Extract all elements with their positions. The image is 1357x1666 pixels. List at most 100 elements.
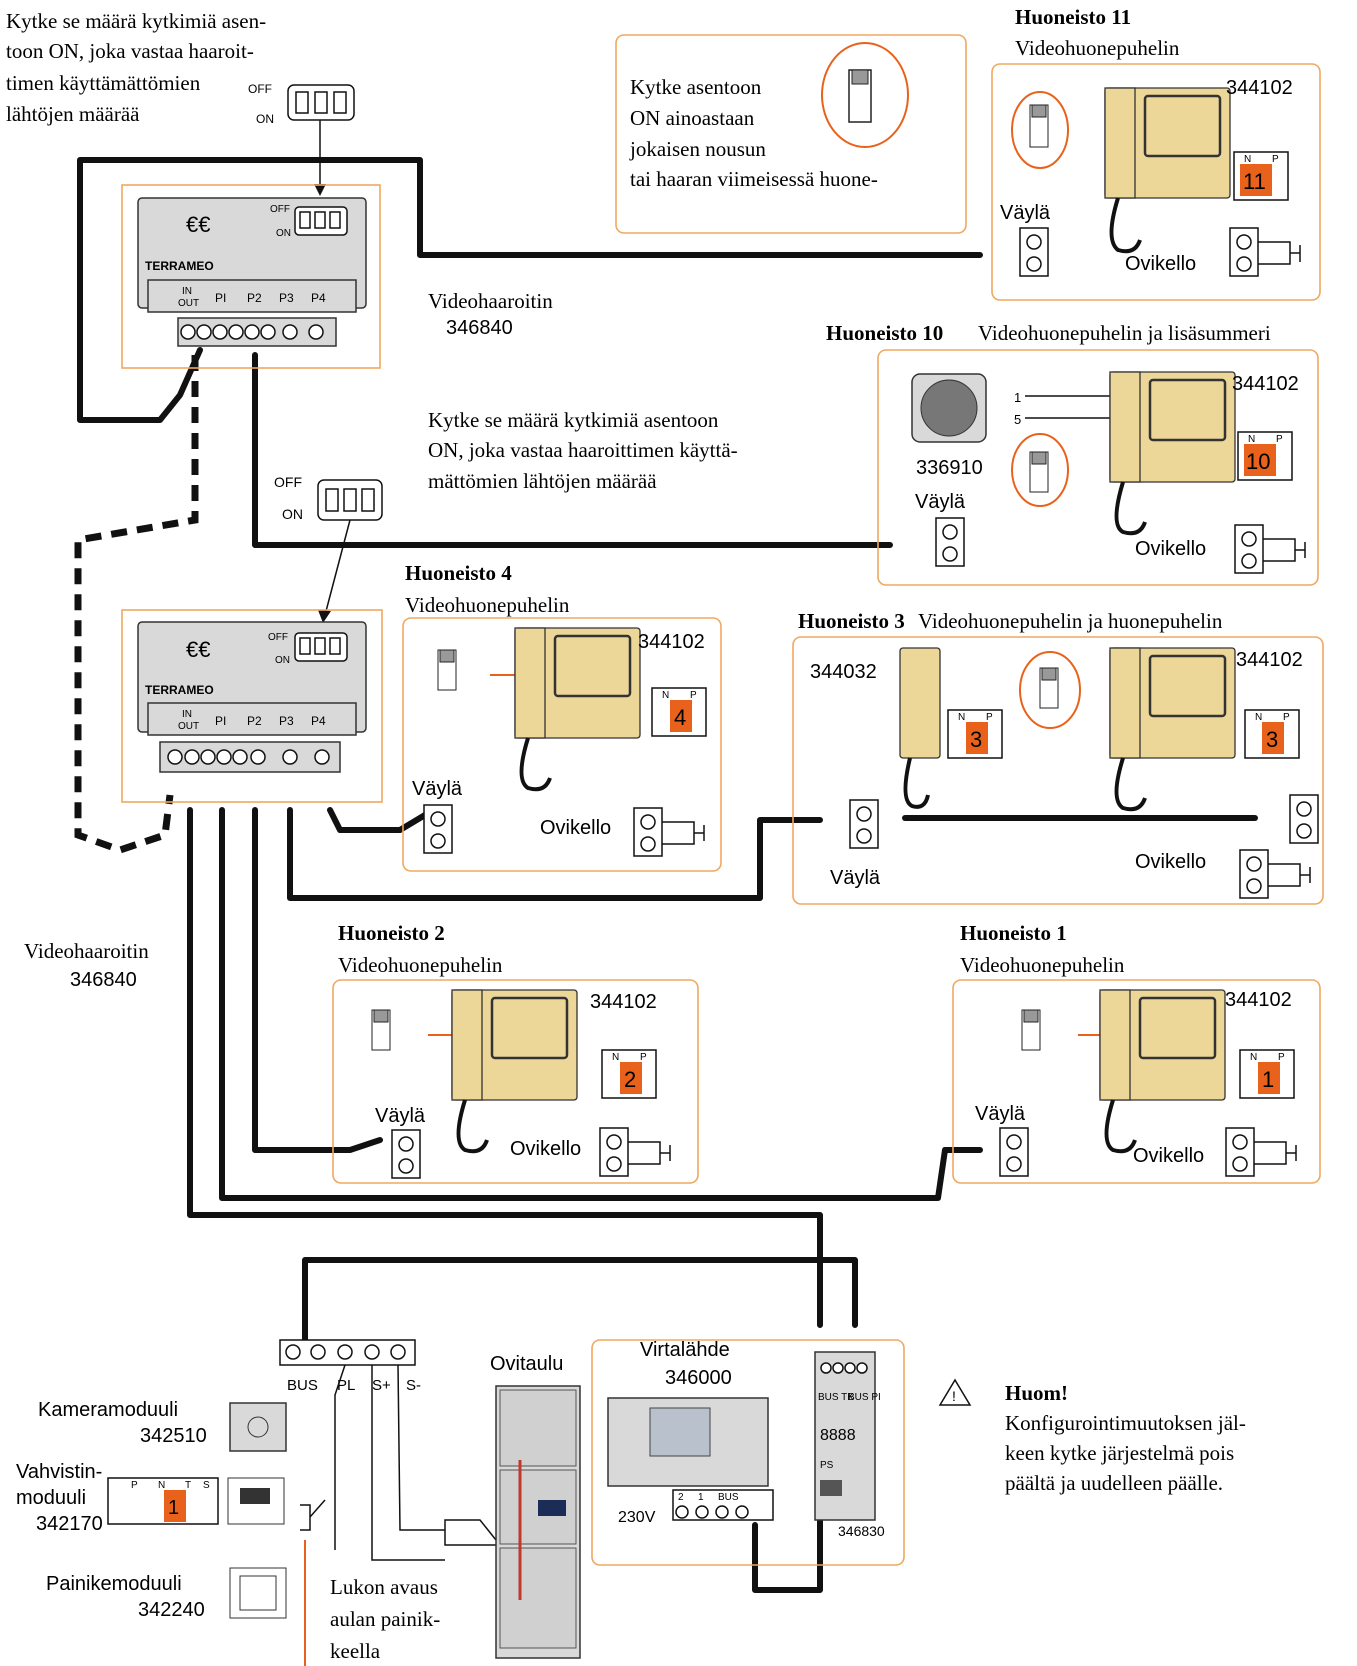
- top-left-note: Kytke se määrä kytkimiä asen- toon ON, j…: [6, 9, 355, 196]
- splitter-bottom: €€ OFF ON TERRAMEO IN OUT PI P2 P3 P4: [121, 609, 383, 803]
- svg-text:Videohuonepuhelin: Videohuonepuhelin: [338, 953, 503, 977]
- svg-text:P: P: [986, 712, 993, 723]
- svg-text:jokaisen nousun: jokaisen nousun: [629, 137, 766, 161]
- svg-text:Videohuonepuhelin: Videohuonepuhelin: [1015, 36, 1180, 60]
- svg-text:ON: ON: [282, 506, 303, 522]
- buzzer-336910: [911, 373, 987, 443]
- svg-text:ON: ON: [276, 228, 291, 239]
- splitter-bottom-code: 346840: [70, 969, 137, 991]
- svg-text:S: S: [203, 1480, 210, 1491]
- svg-text:Ovikello: Ovikello: [540, 817, 611, 839]
- svg-text:Kytke se määrä kytkimiä asento: Kytke se määrä kytkimiä asentoon: [428, 408, 719, 432]
- camera-module-code: 342510: [140, 1425, 207, 1447]
- svg-text:346000: 346000: [665, 1367, 732, 1389]
- svg-text:Videohuonepuhelin ja lisäsumme: Videohuonepuhelin ja lisäsummeri: [978, 321, 1271, 345]
- splitter-bottom-name: Videohaaroitin: [24, 939, 149, 963]
- handset-344032: [899, 647, 941, 809]
- svg-text:Huoneisto 1: Huoneisto 1: [960, 921, 1067, 945]
- svg-text:Ovikello: Ovikello: [1135, 851, 1206, 873]
- svg-text:P2: P2: [247, 714, 262, 728]
- svg-text:€€: €€: [186, 637, 210, 662]
- warning-icon: [938, 1378, 972, 1406]
- svg-text:TERRAMEO: TERRAMEO: [145, 683, 214, 697]
- button-module-code: 342240: [138, 1599, 205, 1621]
- svg-text:Virtalähde: Virtalähde: [640, 1339, 730, 1361]
- svg-text:!: !: [952, 1388, 956, 1404]
- svg-text:Kytke se määrä kytkimiä asen-: Kytke se määrä kytkimiä asen-: [6, 9, 266, 33]
- svg-text:Väylä: Väylä: [830, 867, 881, 889]
- svg-text:Väylä: Väylä: [412, 778, 463, 800]
- dashed-riser-cable: [74, 355, 199, 854]
- bus-terminal-strip: BUS PL S+ S-: [279, 1339, 502, 1561]
- svg-text:4: 4: [674, 705, 686, 730]
- svg-text:BUS: BUS: [718, 1492, 739, 1503]
- svg-text:P: P: [690, 690, 697, 701]
- svg-text:230V: 230V: [618, 1509, 656, 1526]
- video-phone-3: [1109, 647, 1236, 812]
- svg-text:Videohuonepuhelin: Videohuonepuhelin: [960, 953, 1125, 977]
- amplifier-module: Vahvistin- moduuli 342170 P N T S 1: [16, 1461, 285, 1535]
- svg-text:Huom!: Huom!: [1005, 1381, 1068, 1405]
- svg-text:ON: ON: [256, 112, 274, 126]
- svg-text:tai haaran viimeisessä huone-: tai haaran viimeisessä huone-: [630, 167, 878, 191]
- svg-text:Ovikello: Ovikello: [1135, 538, 1206, 560]
- svg-text:N: N: [1255, 712, 1262, 723]
- svg-text:mättömien lähtöjen määrää: mättömien lähtöjen määrää: [428, 469, 657, 493]
- svg-text:ON ainoastaan: ON ainoastaan: [630, 106, 755, 130]
- svg-text:P: P: [640, 1052, 647, 1063]
- svg-text:1: 1: [1014, 390, 1021, 405]
- svg-text:344102: 344102: [1225, 989, 1292, 1011]
- svg-text:P: P: [1278, 1052, 1285, 1063]
- video-phone-1: [1099, 989, 1226, 1154]
- svg-text:S+: S+: [372, 1377, 391, 1394]
- note-huom: ! Huom! Konfigurointimuutoksen jäl- keen…: [938, 1378, 1246, 1495]
- svg-text:Väylä: Väylä: [975, 1103, 1026, 1125]
- svg-text:344032: 344032: [810, 661, 877, 683]
- svg-text:BUS TK: BUS TK: [818, 1392, 854, 1403]
- apartment-1: Huoneisto 1 Videohuonepuhelin 344102 N P…: [952, 921, 1321, 1184]
- svg-text:ON, joka vastaa haaroittimen k: ON, joka vastaa haaroittimen käyttä-: [428, 438, 738, 462]
- svg-text:Ovikello: Ovikello: [510, 1138, 581, 1160]
- svg-text:N: N: [1244, 154, 1251, 165]
- svg-text:Väylä: Väylä: [915, 491, 966, 513]
- svg-text:PS: PS: [820, 1460, 834, 1471]
- svg-text:N: N: [958, 712, 965, 723]
- svg-text:Vahvistin-: Vahvistin-: [16, 1461, 102, 1483]
- svg-text:S-: S-: [406, 1377, 421, 1394]
- svg-text:PL: PL: [337, 1377, 355, 1394]
- svg-text:Videohuonepuhelin ja huonepuhe: Videohuonepuhelin ja huonepuhelin: [918, 609, 1223, 633]
- svg-text:P3: P3: [279, 714, 294, 728]
- svg-text:TERRAMEO: TERRAMEO: [145, 259, 214, 273]
- button-module-name: Painikemoduuli: [46, 1573, 182, 1595]
- digit-display: 8888: [820, 1427, 856, 1444]
- svg-text:336910: 336910: [916, 457, 983, 479]
- apartment-2: Huoneisto 2 Videohuonepuhelin 344102 N P…: [332, 921, 699, 1184]
- video-phone-2: [451, 989, 578, 1154]
- controller-346830: BUS TK BUS PI 8888 PS 346830: [814, 1351, 885, 1539]
- svg-text:Ovikello: Ovikello: [1133, 1145, 1204, 1167]
- video-phone-4: [514, 627, 641, 792]
- bus-wires: [77, 157, 1258, 1593]
- video-phone-11: [1104, 87, 1231, 254]
- svg-text:3: 3: [970, 727, 982, 752]
- svg-text:IN: IN: [182, 286, 192, 297]
- camera-module-name: Kameramoduuli: [38, 1399, 178, 1421]
- svg-text:344102: 344102: [590, 991, 657, 1013]
- svg-text:timen käyttämättömien: timen käyttämättömien: [6, 71, 201, 95]
- svg-text:346830: 346830: [838, 1523, 885, 1539]
- svg-text:N: N: [1250, 1052, 1257, 1063]
- apartment-4: Huoneisto 4 Videohuonepuhelin 344102 N P…: [402, 561, 722, 872]
- svg-text:PI: PI: [215, 291, 226, 305]
- svg-text:11: 11: [1243, 169, 1266, 194]
- video-phone-10: [1109, 371, 1236, 536]
- apartment-10: Huoneisto 10 Videohuonepuhelin ja lisäsu…: [826, 321, 1319, 586]
- door-button-symbol: [300, 1499, 326, 1666]
- svg-text:Ovitaulu: Ovitaulu: [490, 1353, 563, 1375]
- svg-text:Väylä: Väylä: [375, 1105, 426, 1127]
- svg-text:P2: P2: [247, 291, 262, 305]
- splitter-top-name: Videohaaroitin: [428, 289, 553, 313]
- svg-text:Videohuonepuhelin: Videohuonepuhelin: [405, 593, 570, 617]
- svg-text:lähtöjen määrää: lähtöjen määrää: [6, 102, 140, 126]
- svg-text:5: 5: [1014, 412, 1021, 427]
